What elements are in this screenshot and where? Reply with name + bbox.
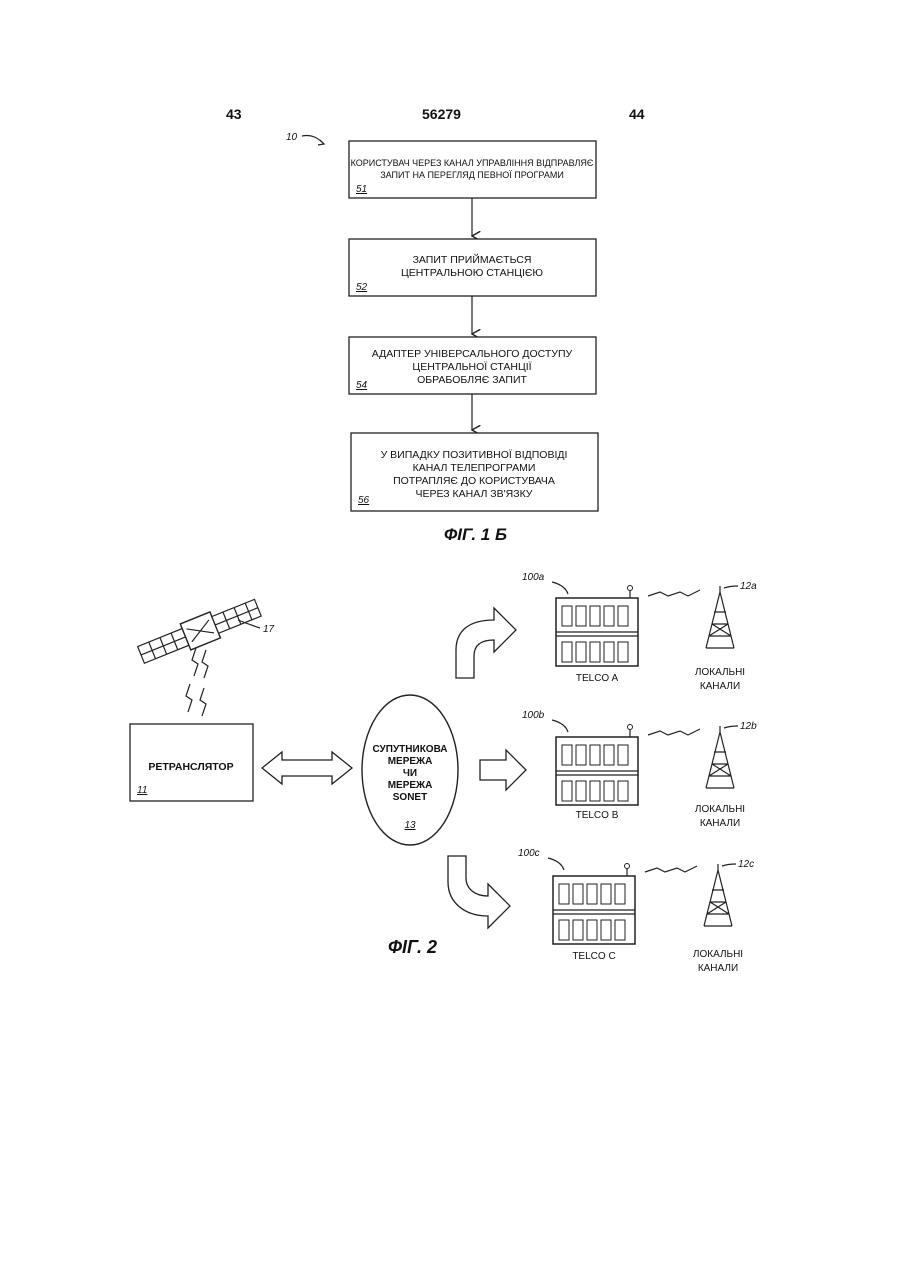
telco-ref-leader [552, 720, 568, 732]
repeater-label: РЕТРАНСЛЯТОР [148, 761, 233, 773]
figure-caption-1b: ФІГ. 1 Б [444, 525, 507, 544]
satellite-icon [136, 595, 263, 716]
network-diagram-fig2: 17 РЕТРАНСЛЯТОР 11 СУПУТНИКОВА МЕРЕЖА ЧИ… [130, 572, 757, 974]
tower-ref: 12a [740, 581, 757, 592]
flow-step-line: ЗАПИТ ПРИЙМАЄТЬСЯ [413, 253, 532, 266]
flow-step-51: КОРИСТУВАЧ ЧЕРЕЗ КАНАЛ УПРАВЛІННЯ ВІДПРА… [349, 141, 596, 198]
flow-step-line: КАНАЛ ТЕЛЕПРОГРАМИ [413, 462, 536, 474]
network-node: СУПУТНИКОВА МЕРЕЖА ЧИ МЕРЕЖА SONET 13 [362, 695, 458, 845]
curved-arrow-up-icon [456, 608, 516, 678]
network-label-line: SONET [393, 792, 427, 803]
tower-ref-leader [724, 586, 738, 588]
channels-label-line: ЛОКАЛЬНІ [693, 949, 743, 960]
wireless-link-icon [648, 590, 700, 596]
flow-step-line: ЗАПИТ НА ПЕРЕГЛЯД ПЕВНОЇ ПРОГРАМИ [380, 170, 564, 180]
signal-lightning-icon [186, 684, 192, 712]
building-icon [553, 864, 635, 945]
flow-step-number: 56 [358, 495, 370, 506]
telco-c: 100c TELCO C 12c ЛОКАЛЬНІ КАНАЛИ [518, 848, 754, 974]
telco-label: TELCO C [572, 951, 615, 962]
flow-step-52: ЗАПИТ ПРИЙМАЄТЬСЯ ЦЕНТРАЛЬНОЮ СТАНЦІЄЮ 5… [349, 239, 596, 296]
flowchart-ref-arrowhead [318, 140, 324, 145]
flow-step-line: ЦЕНТРАЛЬНОЇ СТАНЦІЇ [412, 361, 531, 373]
flow-step-number: 54 [356, 380, 368, 391]
telco-label: TELCO B [576, 810, 619, 821]
flow-step-number: 51 [356, 184, 367, 195]
flow-step-line: ЦЕНТРАЛЬНОЮ СТАНЦІЄЮ [401, 267, 543, 279]
tower-ref-leader [724, 726, 738, 728]
flow-step-line: У ВИПАДКУ ПОЗИТИВНОЇ ВІДПОВІДІ [381, 449, 568, 461]
bidirectional-arrow-icon [262, 752, 352, 784]
channels-label-line: КАНАЛИ [698, 963, 738, 974]
building-icon [556, 586, 638, 667]
channels-label-line: ЛОКАЛЬНІ [695, 804, 745, 815]
tower-icon [704, 864, 732, 926]
telco-label: TELCO A [576, 673, 619, 684]
network-label-line: ЧИ [403, 768, 417, 779]
flow-step-number: 52 [356, 282, 368, 293]
network-label-line: СУПУТНИКОВА [372, 744, 447, 755]
flow-step-56: У ВИПАДКУ ПОЗИТИВНОЇ ВІДПОВІДІ КАНАЛ ТЕЛ… [351, 433, 598, 511]
telco-a: 100a TELCO A 12a ЛОКАЛЬНІ КАНАЛИ [522, 572, 757, 692]
flow-step-line: ПОТРАПЛЯЄ ДО КОРИСТУВАЧА [393, 475, 555, 487]
channels-label-line: ЛОКАЛЬНІ [695, 667, 745, 678]
network-ref: 13 [404, 820, 416, 831]
figure-caption-2: ФІГ. 2 [388, 937, 437, 957]
channels-label-line: КАНАЛИ [700, 681, 740, 692]
channels-label-line: КАНАЛИ [700, 818, 740, 829]
right-arrow-icon [480, 750, 526, 790]
tower-ref: 12b [740, 721, 757, 732]
flow-step-line: ОБРАБОБЛЯЄ ЗАПИТ [417, 374, 527, 386]
building-icon [556, 725, 638, 806]
telco-ref-leader [548, 858, 564, 870]
signal-lightning-icon [202, 650, 208, 678]
tower-ref-leader [722, 864, 736, 866]
flowchart-fig1b: 10 КОРИСТУВАЧ ЧЕРЕЗ КАНАЛ УПРАВЛІННЯ ВІД… [286, 132, 598, 544]
satellite-ref: 17 [263, 624, 275, 635]
repeater-box: РЕТРАНСЛЯТОР 11 [130, 724, 253, 801]
telco-ref: 100b [522, 710, 545, 721]
flowchart-ref-leader [302, 135, 324, 144]
telco-ref-leader [552, 582, 568, 594]
flow-step-line: ЧЕРЕЗ КАНАЛ ЗВ'ЯЗКУ [416, 488, 533, 500]
tower-ref: 12c [738, 859, 754, 870]
flowchart-ref: 10 [286, 132, 298, 143]
network-label-line: МЕРЕЖА [388, 780, 433, 791]
network-label-line: МЕРЕЖА [388, 756, 433, 767]
telco-ref: 100c [518, 848, 540, 859]
flow-step-line: АДАПТЕР УНІВЕРСАЛЬНОГО ДОСТУПУ [372, 348, 573, 360]
signal-lightning-icon [192, 648, 198, 676]
flow-step-54: АДАПТЕР УНІВЕРСАЛЬНОГО ДОСТУПУ ЦЕНТРАЛЬН… [349, 337, 596, 394]
wireless-link-icon [648, 729, 700, 735]
tower-icon [706, 586, 734, 648]
telco-ref: 100a [522, 572, 545, 583]
repeater-ref: 11 [137, 785, 147, 796]
tower-icon [706, 726, 734, 788]
signal-lightning-icon [200, 688, 206, 716]
flow-step-line: КОРИСТУВАЧ ЧЕРЕЗ КАНАЛ УПРАВЛІННЯ ВІДПРА… [351, 158, 594, 168]
curved-arrow-down-icon [448, 856, 510, 928]
wireless-link-icon [645, 866, 697, 872]
telco-b: 100b TELCO B 12b ЛОКАЛЬНІ КАНАЛИ [522, 710, 757, 829]
